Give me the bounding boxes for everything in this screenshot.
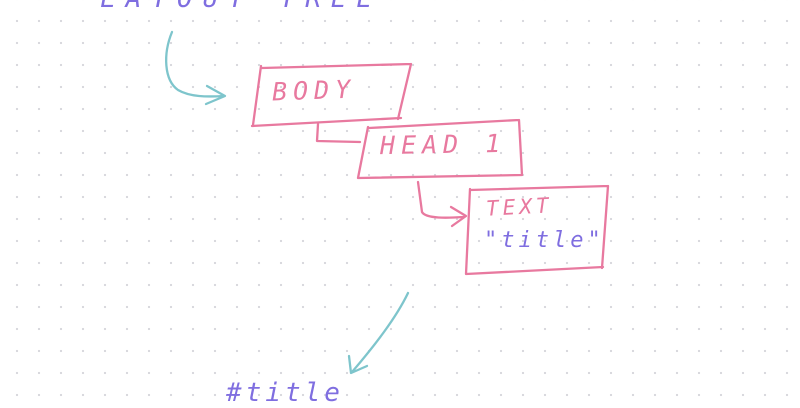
entry-arrow: [165, 30, 226, 98]
head-node-box: [356, 118, 524, 180]
body-node-box: [250, 62, 413, 128]
head-to-text-connector: [416, 180, 466, 219]
text-node-value: "title": [484, 228, 605, 253]
head-to-text-arrow-head: [449, 205, 468, 228]
head-node-label: HEAD 1: [379, 128, 507, 161]
entry-arrow-head: [204, 84, 227, 106]
body-node-label: BODY: [271, 74, 357, 107]
bottom-label: #title: [226, 378, 344, 408]
text-node-box: [464, 184, 610, 276]
exit-arrow-head: [347, 354, 369, 375]
body-to-head-connector: [315, 122, 362, 144]
text-node-label: TEXT: [485, 193, 554, 221]
top-label: LAYOUT TREE: [100, 0, 382, 14]
exit-arrow: [350, 291, 410, 374]
